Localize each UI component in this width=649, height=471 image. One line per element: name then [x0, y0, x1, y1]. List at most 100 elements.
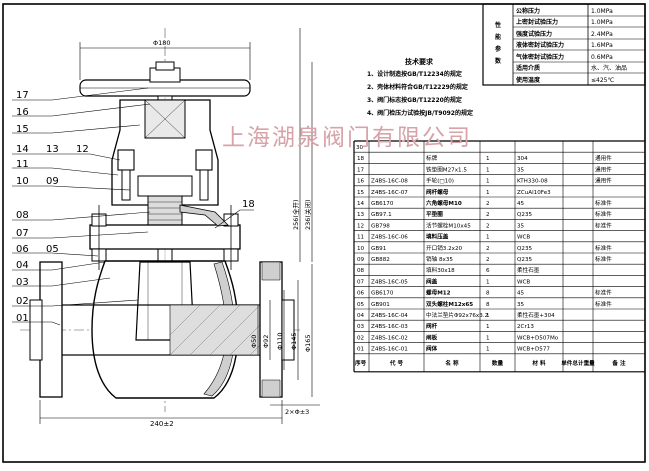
perf-value-3: 1.6MPa	[591, 42, 613, 49]
bom-cell-name: 填料压盖	[426, 233, 449, 241]
bom-header-name: 名 称	[445, 359, 459, 367]
bom-cell-qty: 1	[486, 190, 490, 196]
bom-table-grid	[353, 140, 645, 373]
bom-cell-no: 12	[357, 223, 364, 229]
part-labels: 17 16 15 14 13 12 11 10 09 08 07 06 05 0…	[16, 90, 255, 324]
bom-cell-material: KTH330-08	[517, 179, 548, 185]
bom-cell-qty: 8	[486, 302, 490, 308]
perf-label-0: 公称压力	[516, 7, 540, 15]
bom-cell-material: 45	[517, 201, 525, 207]
bom-cell-material: 35	[517, 302, 525, 308]
bom-cell-material: Q235	[517, 257, 533, 263]
part-label-01: 01	[16, 313, 29, 324]
bom-cell-remark: 通用件	[595, 165, 612, 173]
bom-cell-name: 阀体	[426, 345, 438, 353]
perf-value-2: 2.4MPa	[591, 31, 613, 38]
dim-flange-gap: 2×Φ±3	[285, 408, 309, 416]
bom-cell-code: GB882	[371, 257, 390, 263]
part-label-06: 06	[16, 244, 29, 255]
perf-vertical-char-3: 参	[494, 45, 501, 53]
bom-header-no: 序号	[355, 359, 367, 367]
bom-cell-remark: 标准件	[595, 199, 612, 207]
bom-cell-no: 05	[357, 302, 365, 308]
bom-cell-name: 中法兰垫片Φ92x76x3.2	[426, 311, 488, 319]
perf-label-1: 上密封试验压力	[516, 18, 558, 26]
bom-cell-material: WCB+D507Mo	[517, 335, 559, 341]
bom-cell-no: 02	[357, 335, 364, 341]
bom-cell-material: 35	[517, 223, 525, 229]
bom-cell-remark: 标准件	[595, 289, 612, 297]
bom-cell-name: 填料30x18	[426, 266, 455, 274]
part-label-08: 08	[16, 210, 29, 221]
perf-value-5: 水、汽、油品	[591, 64, 627, 72]
bom-cell-no: 10	[357, 246, 365, 252]
bom-cell-code: Z4BS-16C-03	[371, 324, 408, 330]
bom-cell-code: Z4BS-16C-02	[371, 335, 408, 341]
dim-d3: Φ110	[276, 332, 284, 350]
bom-cell-no: 13	[357, 212, 365, 218]
bom-cell-no: 15	[357, 190, 365, 196]
bom-cell-code: GB901	[371, 302, 390, 308]
bom-cell-name: 平垫圈	[426, 210, 443, 218]
bom-cell-remark: 通用件	[595, 177, 612, 185]
part-label-09: 09	[46, 176, 59, 187]
bom-cell-qty: 2	[486, 212, 490, 218]
perf-value-0: 1.0MPa	[591, 8, 613, 15]
bom-cell-no: 01	[357, 347, 365, 353]
bom-cell-no: 11	[357, 235, 365, 241]
bom-cell-code: Z4BS-16C-04	[371, 313, 408, 319]
bom-cell-remark: 标准件	[595, 210, 612, 218]
perf-vertical-char-1: 性	[494, 21, 501, 29]
dim-height-open: 256(全开)	[291, 200, 300, 230]
part-label-02: 02	[16, 296, 29, 307]
bom-cell-material: Q235	[517, 246, 533, 252]
part-label-05: 05	[46, 244, 59, 255]
part-label-14: 14	[16, 144, 29, 155]
bom-cell-no: 18	[357, 156, 365, 162]
bom-cell-name: 开口销3.2x20	[426, 244, 463, 252]
bom-cell-qty: 1	[486, 313, 490, 319]
perf-table	[482, 3, 646, 86]
part-label-03: 03	[16, 277, 29, 288]
dim-d4: Φ145	[290, 332, 298, 350]
bom-cell-no: 08	[357, 268, 365, 274]
bom-cell-name: 六角螺母M10	[426, 199, 462, 207]
perf-value-6: ≤425℃	[591, 77, 614, 84]
bom-cell-no: 03	[357, 324, 365, 330]
bom-cell-qty: 2	[486, 246, 490, 252]
dim-length: 240±2	[150, 420, 174, 428]
bom-cell-material: WCB	[517, 279, 530, 285]
perf-label-6: 使用温度	[515, 76, 541, 84]
bom-cell-remark: 标准件	[595, 255, 612, 263]
part-label-15: 15	[16, 124, 29, 135]
bom-cell-no: 17	[357, 167, 365, 173]
bom-cell-qty: 1	[486, 167, 490, 173]
dim-d5: Φ165	[304, 334, 312, 352]
part-label-04: 04	[16, 260, 29, 271]
bom-cell-qty: 2	[486, 257, 490, 263]
bom-header-qty: 数量	[492, 359, 504, 367]
sheet-border	[2, 3, 646, 463]
bom-cell-material: WCB+D577	[517, 347, 550, 353]
bom-header-remark: 备 注	[611, 359, 626, 367]
part-label-11: 11	[16, 159, 29, 170]
perf-vertical-char-4: 数	[495, 57, 502, 65]
bom-cell-qty: 1	[486, 235, 490, 241]
tech-item-4: 4、阀门检压力试验按JB/T9092的规定	[367, 109, 473, 117]
tech-item-3: 3、阀门标志按GB/T12220的规定	[367, 96, 462, 104]
perf-label-3: 液体密封试验压力	[516, 41, 564, 49]
bom-cell-material: 304	[517, 156, 528, 162]
bom-cell-no: 14	[357, 201, 365, 207]
bom-header-material: 材 料	[532, 359, 546, 367]
bom-cell-qty: 1	[486, 179, 490, 185]
bom-cell-remark: 通用件	[595, 154, 612, 162]
bom-cell-qty: 8	[486, 291, 490, 297]
bom-cell-remark: 标准件	[595, 244, 612, 252]
perf-label-2: 强度试验压力	[516, 30, 552, 38]
bom-cell-code: GB91	[371, 246, 387, 252]
bom-row-number: 30	[356, 145, 364, 151]
bom-cell-name: 螺母M12	[426, 289, 451, 297]
bom-cell-code: Z4BS-16C-05	[371, 279, 408, 285]
tech-item-2: 2、壳体材料符合GB/T12229的规定	[367, 83, 468, 91]
